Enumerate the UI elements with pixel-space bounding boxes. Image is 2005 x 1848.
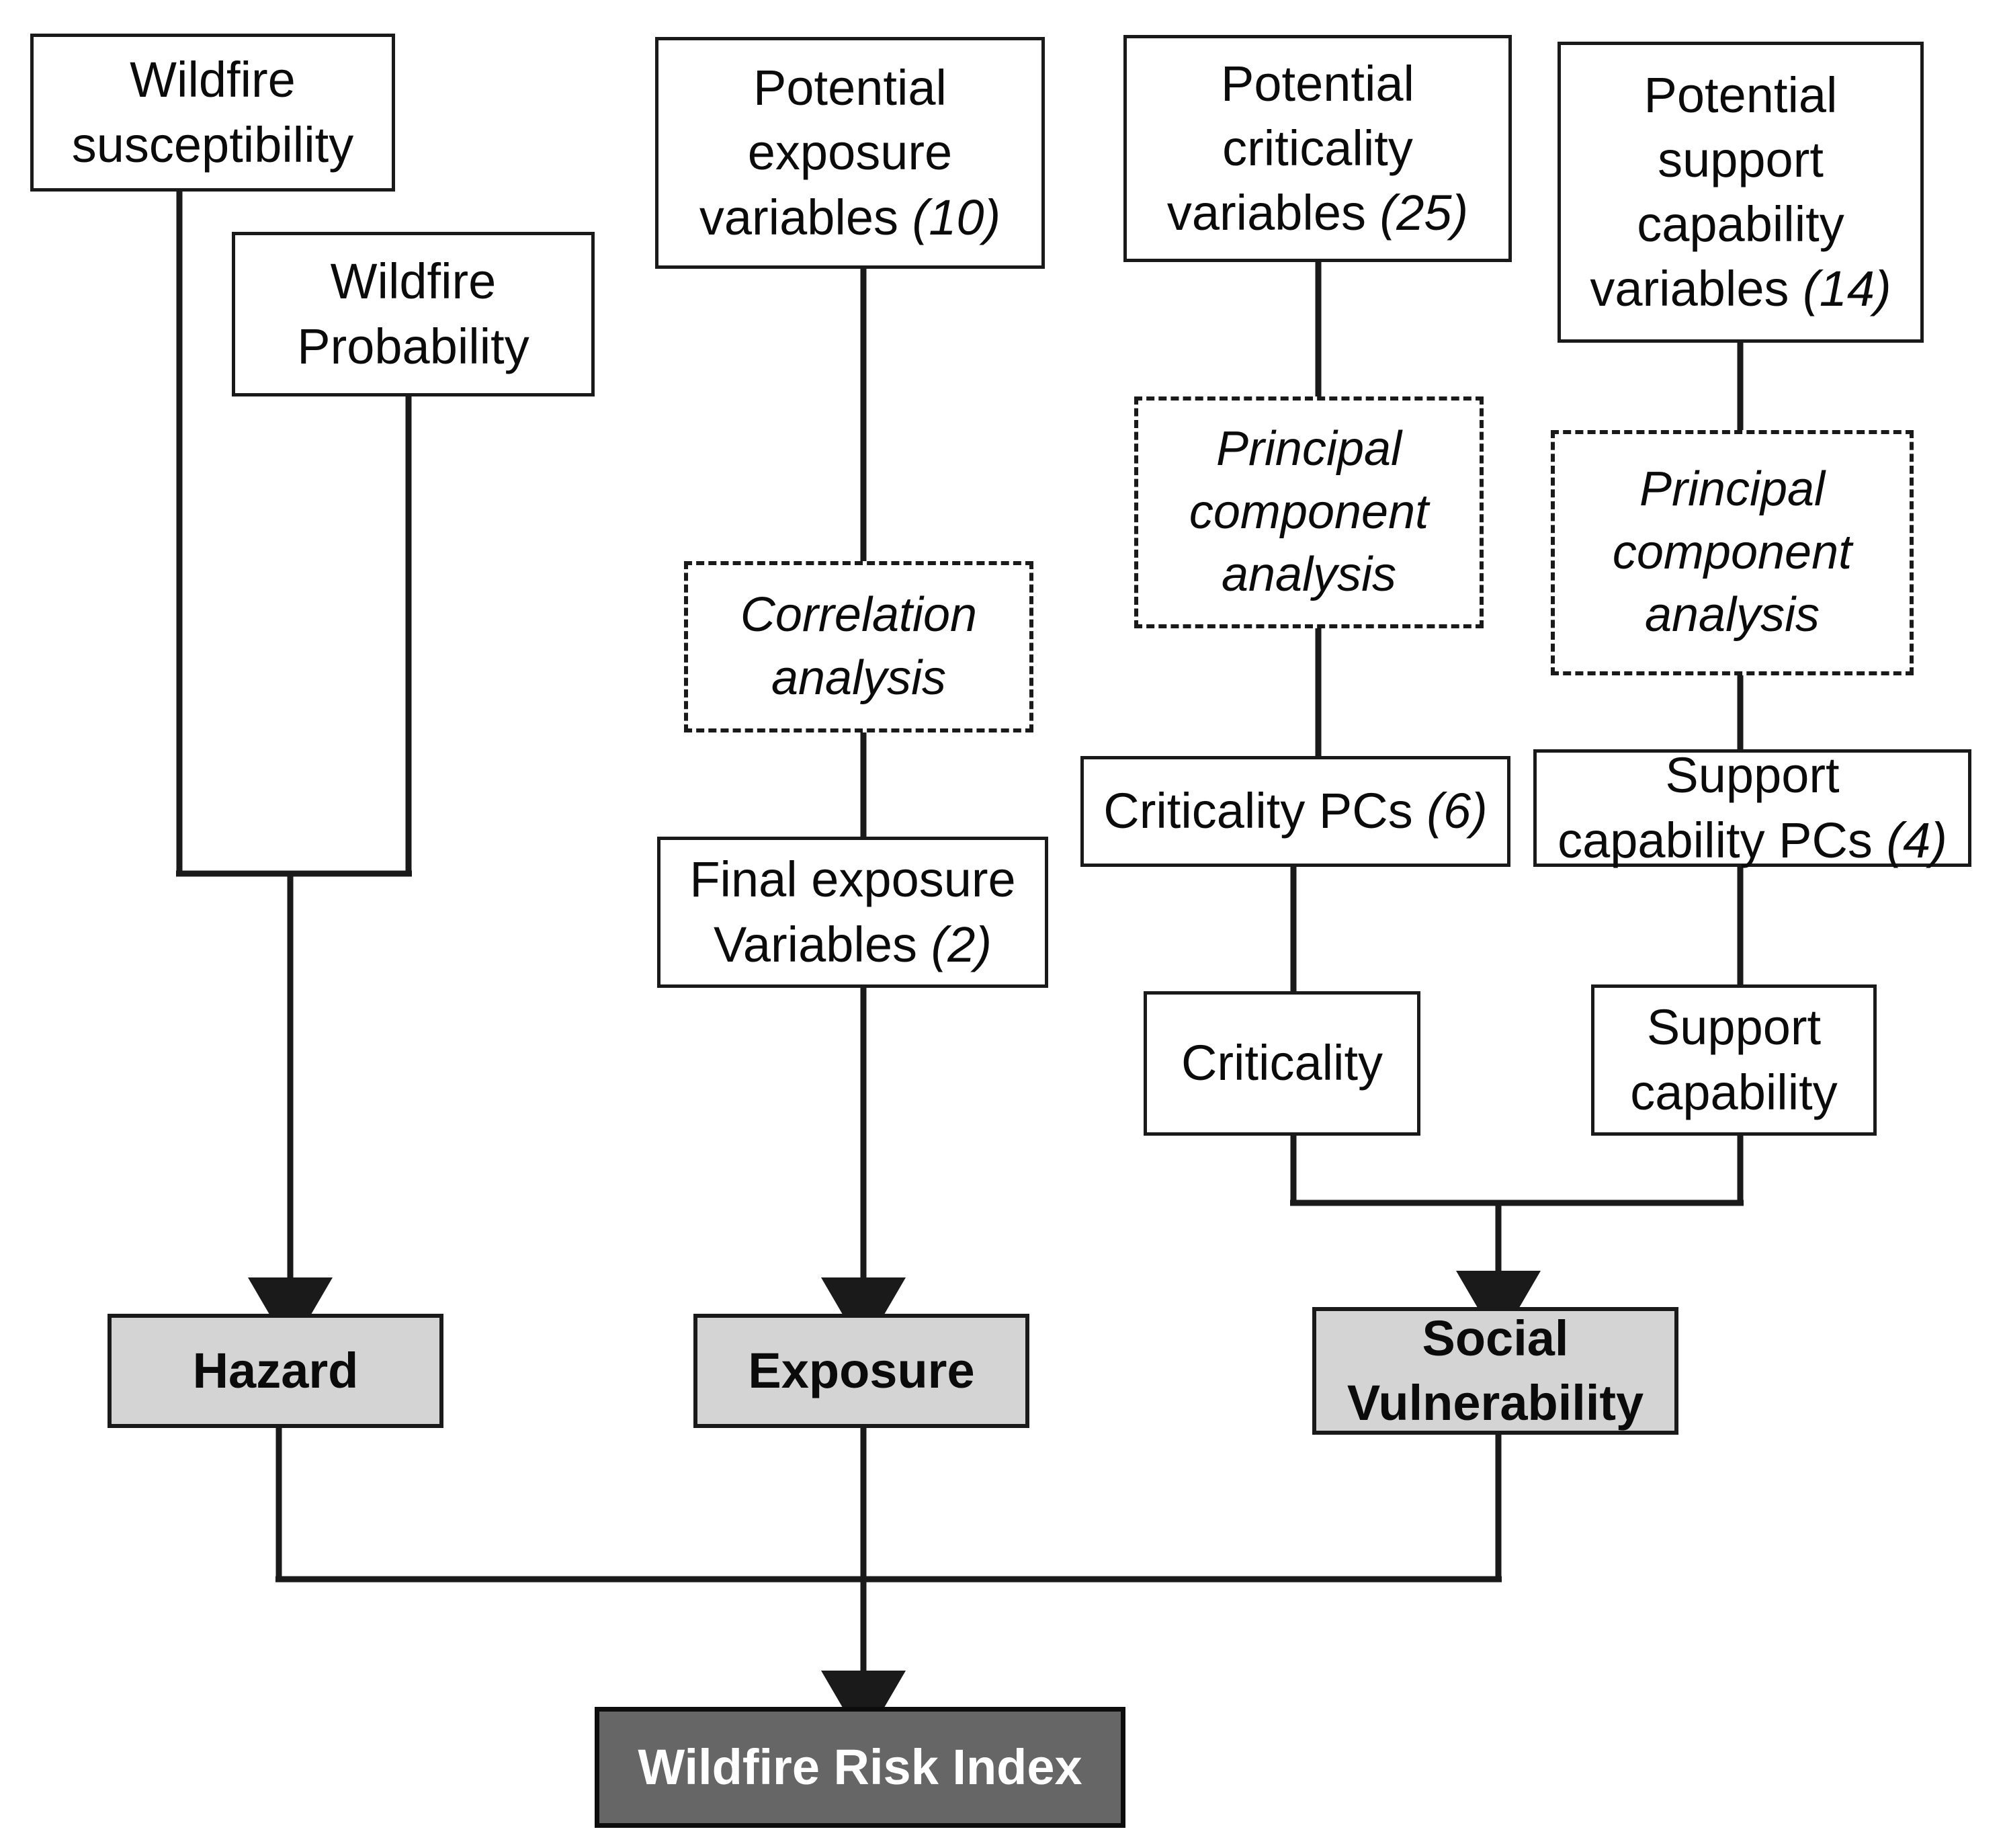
node-support-capability-pcs[interactable]: Support capability PCs (4) <box>1533 747 1971 868</box>
potential-support-line4: variables <box>1590 261 1789 317</box>
criticality-label: Criticality <box>1181 1035 1383 1091</box>
potential-criticality-count: (25) <box>1379 185 1469 241</box>
final-exposure-line2: Variables <box>713 916 917 972</box>
hazard-label: Hazard <box>192 1342 359 1398</box>
correlation-analysis-line1: Correlation <box>740 587 978 642</box>
wildfire-probability-line2: Probability <box>297 318 529 374</box>
potential-criticality-line1: Potential <box>1221 55 1414 112</box>
pca-support-line3: analysis <box>1644 588 1820 642</box>
pca-support-line1: Principal <box>1639 462 1826 517</box>
support-pcs-line1: Support <box>1665 747 1840 804</box>
wildfire-susceptibility-line2: susceptibility <box>71 116 354 173</box>
node-potential-support-capability-variables[interactable]: Potential support capability variables (… <box>1558 42 1924 343</box>
pca-criticality-line1: Principal <box>1215 422 1402 476</box>
potential-exposure-line3: variables <box>699 189 898 245</box>
node-criticality-pcs[interactable]: Criticality PCs (6) <box>1080 756 1510 867</box>
node-wildfire-risk-index[interactable]: Wildfire Risk Index <box>595 1707 1125 1828</box>
potential-support-line1: Potential <box>1644 67 1838 123</box>
social-vulnerability-line1: Social <box>1422 1310 1569 1366</box>
support-pcs-line2: capability PCs <box>1558 812 1873 868</box>
node-social-vulnerability[interactable]: Social Vulnerability <box>1312 1307 1678 1435</box>
wildfire-probability-line1: Wildfire <box>330 253 497 310</box>
correlation-analysis-line2: analysis <box>771 650 947 705</box>
social-vulnerability-line2: Vulnerability <box>1347 1375 1644 1431</box>
potential-support-line3: capability <box>1637 196 1844 252</box>
wildfire-susceptibility-line1: Wildfire <box>130 52 296 108</box>
support-capability-line2: capability <box>1630 1064 1838 1120</box>
pca-criticality-line3: analysis <box>1221 548 1397 602</box>
exposure-label: Exposure <box>748 1342 975 1398</box>
final-exposure-count: (2) <box>931 916 992 972</box>
wildfire-risk-index-label: Wildfire Risk Index <box>638 1738 1082 1795</box>
node-support-capability[interactable]: Support capability <box>1591 984 1877 1136</box>
pca-criticality-line2: component <box>1189 485 1429 539</box>
criticality-pcs-count: (6) <box>1426 783 1488 839</box>
potential-exposure-line2: exposure <box>747 124 953 181</box>
potential-support-count: (14) <box>1803 261 1891 317</box>
final-exposure-line1: Final exposure <box>689 851 1016 908</box>
potential-exposure-count: (10) <box>912 189 1001 245</box>
node-correlation-analysis[interactable]: Correlation analysis <box>684 561 1033 732</box>
node-wildfire-probability[interactable]: Wildfire Probability <box>232 232 595 396</box>
potential-exposure-line1: Potential <box>753 60 947 116</box>
potential-support-line2: support <box>1658 131 1824 187</box>
node-wildfire-susceptibility[interactable]: Wildfire susceptibility <box>30 34 395 192</box>
criticality-pcs-label: Criticality PCs <box>1103 783 1413 839</box>
potential-criticality-line2: criticality <box>1222 120 1413 176</box>
support-pcs-count: (4) <box>1886 812 1947 868</box>
node-potential-criticality-variables[interactable]: Potential criticality variables (25) <box>1123 35 1512 262</box>
node-pca-criticality[interactable]: Principal component analysis <box>1134 396 1484 628</box>
node-hazard[interactable]: Hazard <box>108 1314 443 1428</box>
node-criticality[interactable]: Criticality <box>1144 991 1420 1136</box>
node-final-exposure-variables[interactable]: Final exposure Variables (2) <box>657 837 1048 988</box>
pca-support-line2: component <box>1612 525 1852 579</box>
potential-criticality-line3: variables <box>1166 185 1366 241</box>
node-exposure[interactable]: Exposure <box>693 1314 1029 1428</box>
node-pca-support[interactable]: Principal component analysis <box>1551 430 1914 675</box>
support-capability-line1: Support <box>1646 999 1822 1056</box>
node-potential-exposure-variables[interactable]: Potential exposure variables (10) <box>655 37 1045 269</box>
